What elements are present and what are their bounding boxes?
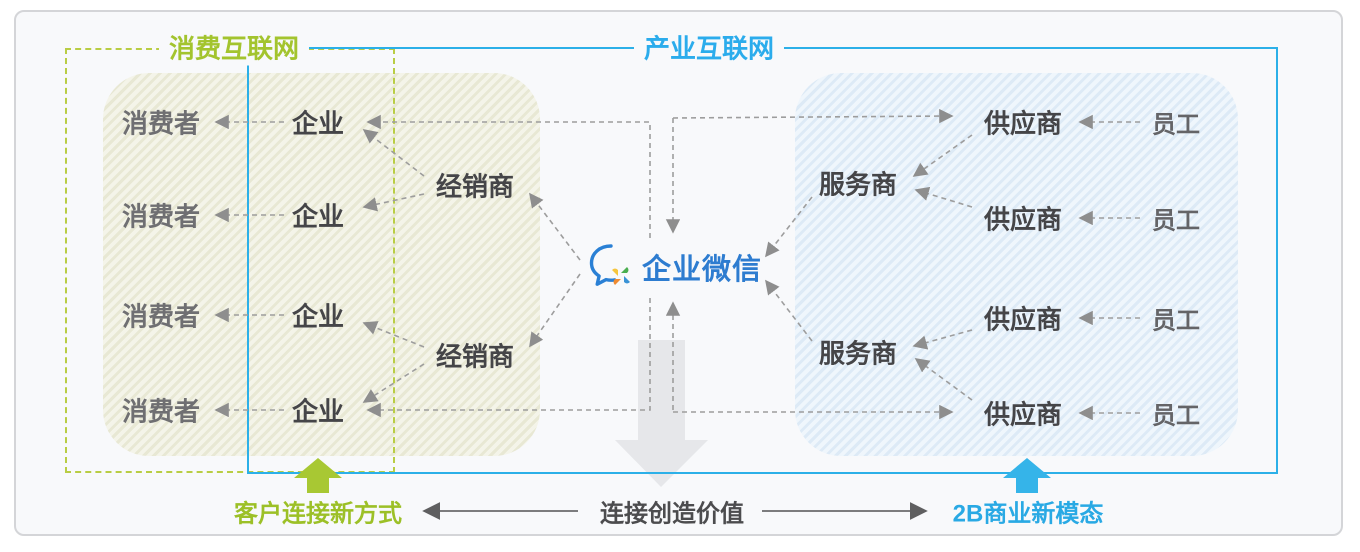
node-supplier-3: 供应商 <box>983 304 1063 335</box>
green-up-arrow <box>294 458 342 493</box>
node-employee-4: 员工 <box>1152 402 1200 430</box>
node-consumer-2: 消费者 <box>121 201 201 232</box>
node-consumer-4: 消费者 <box>121 396 201 427</box>
caption-customer-connection: 客户连接新方式 <box>234 500 402 528</box>
node-enterprise-3: 企业 <box>291 301 345 332</box>
wechat-work-label: 企业微信 <box>642 254 763 286</box>
node-service-provider-1: 服务商 <box>818 169 898 200</box>
consumer-side-panel <box>103 73 540 456</box>
node-consumer-3: 消费者 <box>121 301 201 332</box>
node-supplier-4: 供应商 <box>983 399 1063 430</box>
node-distributor-2: 经销商 <box>435 341 515 372</box>
node-supplier-2: 供应商 <box>983 204 1063 235</box>
wechat-work-logo: 企业微信 <box>588 243 762 291</box>
node-enterprise-4: 企业 <box>291 396 345 427</box>
node-consumer-1: 消费者 <box>121 108 201 139</box>
node-distributor-1: 经销商 <box>435 171 515 202</box>
industry-side-panel <box>795 73 1238 456</box>
node-enterprise-1: 企业 <box>291 108 345 139</box>
node-supplier-1: 供应商 <box>983 108 1063 139</box>
blue-up-arrow <box>1003 458 1051 493</box>
caption-2b-business-model: 2B商业新模态 <box>952 500 1104 528</box>
node-employee-3: 员工 <box>1152 307 1200 335</box>
caption-connection-value: 连接创造价值 <box>600 500 744 528</box>
legend-industrial-internet: 产业互联网 <box>633 28 785 66</box>
wechat-work-bubble-icon <box>589 244 630 286</box>
legend-consumer-internet: 消费互联网 <box>158 28 310 66</box>
node-service-provider-2: 服务商 <box>818 338 898 369</box>
node-employee-1: 员工 <box>1152 111 1200 139</box>
node-employee-2: 员工 <box>1152 207 1200 235</box>
big-down-arrow <box>615 340 708 487</box>
node-enterprise-2: 企业 <box>291 201 345 232</box>
dashed-connectors <box>214 108 1140 421</box>
